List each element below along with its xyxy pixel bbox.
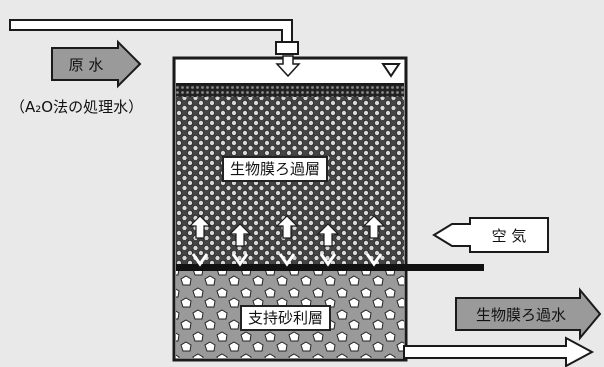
biofilm-top-band xyxy=(176,85,404,97)
water-level-icon xyxy=(381,63,401,78)
biofilm-media xyxy=(176,97,404,268)
inlet-pipe xyxy=(9,19,293,45)
inlet-pipe-neck xyxy=(275,41,299,55)
outlet-pipe xyxy=(403,336,595,367)
support-layer-label: 支持砂利層 xyxy=(240,305,332,331)
biofilm-layer-label: 生物膜ろ過層 xyxy=(222,156,329,182)
inflow-arrow-icon xyxy=(275,55,301,78)
raw-water-arrow xyxy=(51,39,142,89)
raw-water-label: 原 水 xyxy=(68,56,104,74)
raw-water-note: （A₂O法の処理水） xyxy=(10,98,144,116)
outlet-arrow xyxy=(455,287,602,341)
air-pipe xyxy=(176,264,484,271)
air-label: 空 気 xyxy=(491,227,527,245)
air-arrow xyxy=(432,217,549,253)
air-nozzles xyxy=(191,253,383,267)
air-bubble-arrows xyxy=(188,215,386,247)
outlet-label: 生物膜ろ過水 xyxy=(475,306,566,324)
